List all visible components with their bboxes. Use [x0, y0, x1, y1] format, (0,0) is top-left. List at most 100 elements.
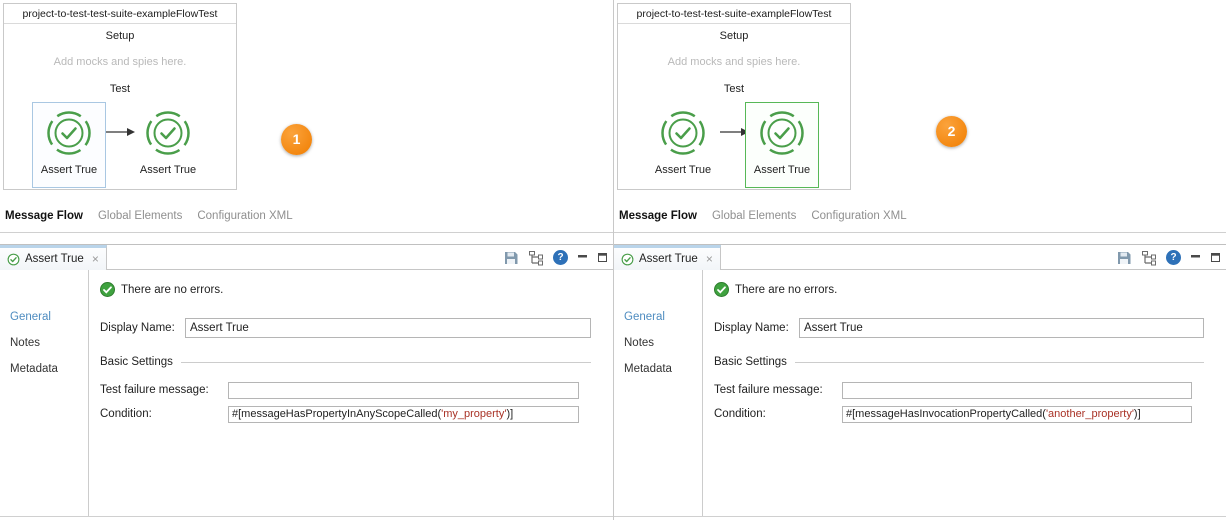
assert-true-component-2[interactable]: Assert True	[745, 102, 819, 188]
tab-configuration-xml[interactable]: Configuration XML	[197, 210, 293, 222]
condition-input[interactable]: #[messageHasInvocationPropertyCalled('an…	[842, 406, 1192, 423]
failure-message-label: Test failure message:	[100, 384, 209, 396]
properties-tab-label: Assert True	[25, 253, 84, 265]
properties-tab-assert-true[interactable]: Assert True ×	[0, 245, 107, 270]
step-badge: 1	[281, 124, 312, 155]
close-icon[interactable]: ×	[705, 252, 713, 266]
basic-settings-label: Basic Settings	[714, 356, 787, 368]
properties-view: Assert True × ?	[0, 244, 613, 517]
test-label: Test	[723, 83, 745, 95]
display-name-label: Display Name:	[714, 322, 789, 334]
hierarchy-icon[interactable]	[1141, 250, 1157, 266]
condition-input[interactable]: #[messageHasPropertyInAnyScopeCalled('my…	[228, 406, 579, 423]
failure-message-row: Test failure message:	[704, 382, 1226, 400]
properties-toolbar: ?	[503, 245, 608, 270]
properties-tab-bar: Assert True × ?	[0, 245, 613, 270]
condition-suffix: )]	[506, 408, 514, 420]
nav-notes[interactable]: Notes	[624, 337, 655, 349]
test-failure-message-input[interactable]	[842, 382, 1192, 399]
assert-true-component-2[interactable]: Assert True	[131, 102, 205, 188]
section-divider	[794, 361, 1204, 363]
nav-general[interactable]: General	[624, 311, 665, 323]
condition-row: Condition: #[messageHasInvocationPropert…	[704, 406, 1226, 424]
properties-tab-label: Assert True	[639, 253, 698, 265]
editor-divider	[614, 232, 1226, 233]
setup-label: Setup	[719, 30, 749, 42]
tab-global-elements[interactable]: Global Elements	[97, 210, 183, 222]
tab-message-flow[interactable]: Message Flow	[5, 210, 83, 222]
failure-message-label: Test failure message:	[714, 384, 823, 396]
flow-arrow	[106, 128, 135, 136]
condition-prefix: #[messageHasInvocationPropertyCalled(	[846, 408, 1046, 420]
basic-settings-label: Basic Settings	[100, 356, 173, 368]
assert-true-icon	[760, 111, 804, 155]
setup-hint: Add mocks and spies here.	[53, 56, 187, 68]
editor-divider	[0, 232, 613, 233]
flow-title: project-to-test-test-suite-exampleFlowTe…	[618, 4, 850, 24]
assert-true-icon	[146, 111, 190, 155]
no-errors-text: There are no errors.	[735, 283, 838, 296]
tab-global-elements[interactable]: Global Elements	[711, 210, 797, 222]
help-icon[interactable]: ?	[1166, 250, 1181, 265]
tab-configuration-xml[interactable]: Configuration XML	[811, 210, 907, 222]
condition-label: Condition:	[100, 408, 152, 420]
basic-settings-section: Basic Settings	[714, 356, 1204, 368]
no-errors-icon	[100, 282, 115, 297]
nav-notes[interactable]: Notes	[10, 337, 41, 349]
basic-settings-section: Basic Settings	[100, 356, 591, 368]
no-errors-icon	[714, 282, 729, 297]
display-name-row: Display Name:	[704, 318, 1226, 340]
properties-content: There are no errors. Display Name: Basic…	[704, 270, 1226, 516]
assert-true-icon	[621, 253, 634, 265]
no-errors-text: There are no errors.	[121, 283, 224, 296]
validation-status: There are no errors.	[714, 282, 837, 297]
assert-true-icon	[661, 111, 705, 155]
test-failure-message-input[interactable]	[228, 382, 579, 399]
component-label: Assert True	[40, 164, 98, 176]
validation-status: There are no errors.	[100, 282, 223, 297]
properties-toolbar: ?	[1116, 245, 1221, 270]
display-name-row: Display Name:	[90, 318, 613, 340]
assert-true-component-1[interactable]: Assert True	[646, 102, 720, 188]
flow-title: project-to-test-test-suite-exampleFlowTe…	[4, 4, 236, 24]
component-label: Assert True	[139, 164, 197, 176]
hierarchy-icon[interactable]	[528, 250, 544, 266]
condition-label: Condition:	[714, 408, 766, 420]
flow-canvas: project-to-test-test-suite-exampleFlowTe…	[3, 3, 237, 190]
setup-hint: Add mocks and spies here.	[667, 56, 801, 68]
assert-true-icon	[47, 111, 91, 155]
display-name-input[interactable]	[185, 318, 591, 338]
minimize-icon[interactable]	[577, 252, 588, 263]
properties-tab-assert-true[interactable]: Assert True ×	[614, 245, 721, 270]
failure-message-row: Test failure message:	[90, 382, 613, 400]
maximize-icon[interactable]	[597, 252, 608, 263]
nav-general[interactable]: General	[10, 311, 51, 323]
assert-true-component-1[interactable]: Assert True	[32, 102, 106, 188]
flow-canvas: project-to-test-test-suite-exampleFlowTe…	[617, 3, 851, 190]
save-icon[interactable]	[1116, 250, 1132, 266]
canvas-tab-bar: Message Flow Global Elements Configurati…	[5, 210, 293, 222]
properties-nav: General Notes Metadata	[614, 270, 703, 516]
editor-pane-2: project-to-test-test-suite-exampleFlowTe…	[613, 0, 1226, 520]
component-label: Assert True	[753, 164, 811, 176]
tab-message-flow[interactable]: Message Flow	[619, 210, 697, 222]
properties-nav: General Notes Metadata	[0, 270, 89, 516]
close-icon[interactable]: ×	[91, 252, 99, 266]
editor-pane-1: project-to-test-test-suite-exampleFlowTe…	[0, 3, 613, 517]
help-icon[interactable]: ?	[553, 250, 568, 265]
nav-metadata[interactable]: Metadata	[624, 363, 672, 375]
save-icon[interactable]	[503, 250, 519, 266]
assert-true-icon	[7, 253, 20, 265]
display-name-input[interactable]	[799, 318, 1204, 338]
condition-prefix: #[messageHasPropertyInAnyScopeCalled(	[232, 408, 442, 420]
properties-view: Assert True × ?	[614, 244, 1226, 517]
condition-row: Condition: #[messageHasPropertyInAnyScop…	[90, 406, 613, 424]
nav-metadata[interactable]: Metadata	[10, 363, 58, 375]
component-label: Assert True	[654, 164, 712, 176]
condition-string: 'my_property'	[441, 408, 507, 420]
condition-suffix: )]	[1133, 408, 1141, 420]
minimize-icon[interactable]	[1190, 252, 1201, 263]
properties-tab-bar: Assert True × ?	[614, 245, 1226, 270]
maximize-icon[interactable]	[1210, 252, 1221, 263]
section-divider	[180, 361, 591, 363]
